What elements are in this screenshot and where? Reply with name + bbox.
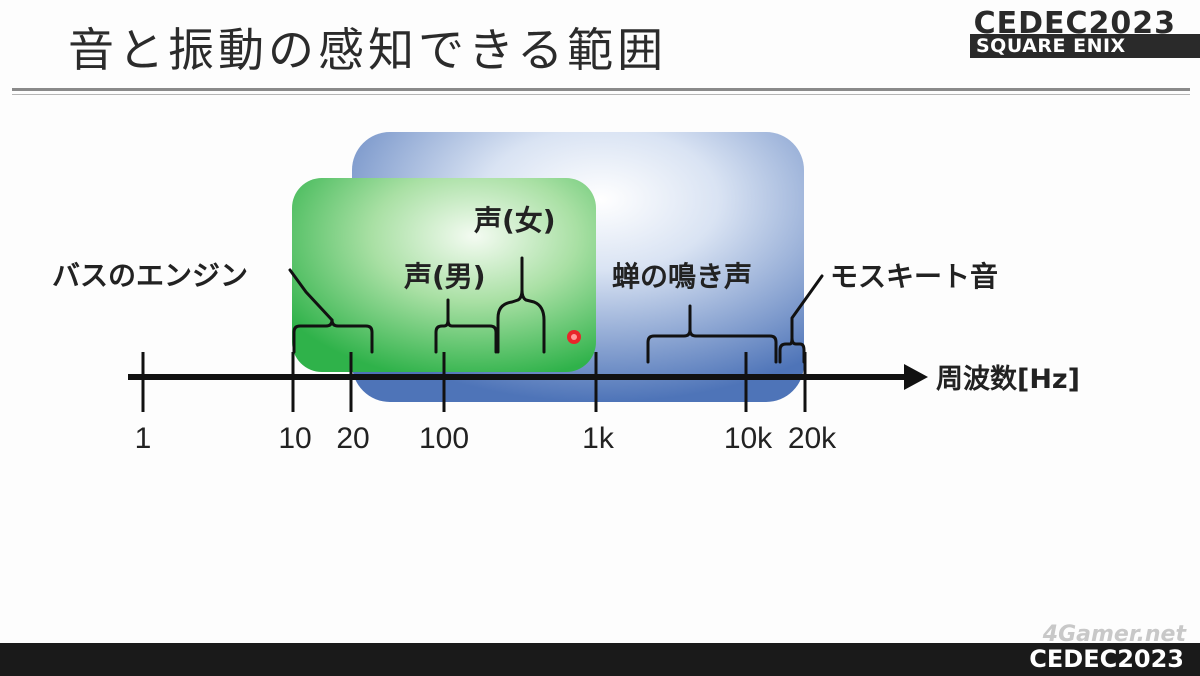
cicada-label: 蝉の鳴き声 xyxy=(612,260,752,293)
bus-engine-label: バスのエンジン xyxy=(52,259,248,292)
voice-female-brace xyxy=(496,256,546,354)
cicada-brace xyxy=(646,304,778,364)
axis-arrowhead xyxy=(904,364,928,390)
mosquito-label: モスキート音 xyxy=(830,260,998,293)
title-divider-thin xyxy=(12,94,1190,95)
tick-label: 10 xyxy=(278,422,311,455)
tick-label: 1k xyxy=(582,422,615,455)
mosquito-brace xyxy=(778,274,824,364)
voice-male-label: 声(男) xyxy=(404,260,486,293)
voice-male-brace xyxy=(434,298,498,354)
tick-label: 1 xyxy=(135,422,152,455)
square-enix-logo-text: SQUARE ENIX xyxy=(970,34,1200,58)
footer-cedec-logo: CEDEC2023 xyxy=(1029,645,1184,673)
tick-label: 20k xyxy=(788,422,837,455)
tick-label: 10k xyxy=(724,422,773,455)
slide-title: 音と振動の感知できる範囲 xyxy=(68,23,668,77)
cedec-square-enix-logo: CEDEC2023 SQUARE ENIX xyxy=(970,6,1200,58)
tick-label: 100 xyxy=(419,422,469,455)
vibration-range-box xyxy=(292,178,596,372)
axis-label: 周波数[Hz] xyxy=(936,364,1080,395)
voice-female-label: 声(女) xyxy=(474,204,556,237)
title-divider xyxy=(12,88,1190,91)
footer-bar: CEDEC2023 xyxy=(0,643,1200,676)
tick-label: 20 xyxy=(336,422,369,455)
watermark-text: 4Gamer.net xyxy=(1042,622,1186,647)
